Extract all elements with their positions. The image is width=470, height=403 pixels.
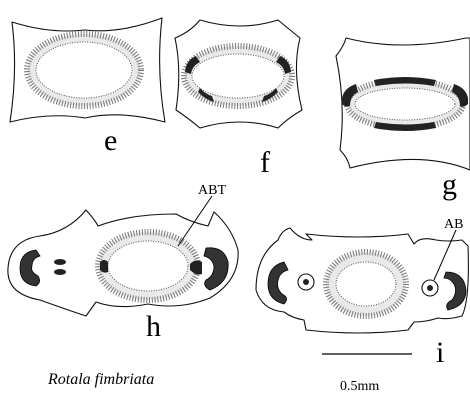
panel-i-bundle-right-core <box>427 285 433 291</box>
panel-h: ABT h <box>8 183 238 343</box>
panel-g-label: g <box>442 168 457 201</box>
panel-e: e <box>10 18 165 157</box>
panel-i-ab-label: AB <box>444 217 463 232</box>
panel-h-dot-left-1 <box>54 259 66 265</box>
panel-i-label: i <box>436 336 444 369</box>
panel-h-dark-cap-right <box>204 248 228 290</box>
panel-g: g <box>336 38 470 201</box>
panel-h-dark-band-left-inner <box>100 260 108 273</box>
panel-i-bundle-left-core <box>303 279 309 285</box>
panel-i-dark-cap-right <box>444 272 466 310</box>
panel-i-inner-lumen <box>336 262 396 306</box>
scale-bar-label: 0.5mm <box>340 379 379 394</box>
panel-e-inner-lumen <box>36 42 132 98</box>
scale-bar: 0.5mm <box>322 354 412 394</box>
panel-e-label: e <box>104 124 117 157</box>
panel-g-inner-lumen <box>355 88 455 120</box>
panel-i-dark-cap-left <box>268 262 288 304</box>
panel-h-dark-cap-left <box>20 250 40 286</box>
panel-f-label: f <box>260 146 270 179</box>
panel-f-inner-lumen <box>192 54 284 98</box>
panel-h-dot-left-2 <box>54 269 66 275</box>
species-name: Rotala fimbriata <box>47 371 154 388</box>
panel-h-inner-lumen <box>108 241 188 291</box>
panel-h-label: h <box>146 310 161 343</box>
panel-f: f <box>175 20 302 179</box>
panel-i: AB i <box>256 217 468 369</box>
panel-h-abt-leader <box>178 196 212 246</box>
panel-h-abt-label: ABT <box>198 183 226 198</box>
